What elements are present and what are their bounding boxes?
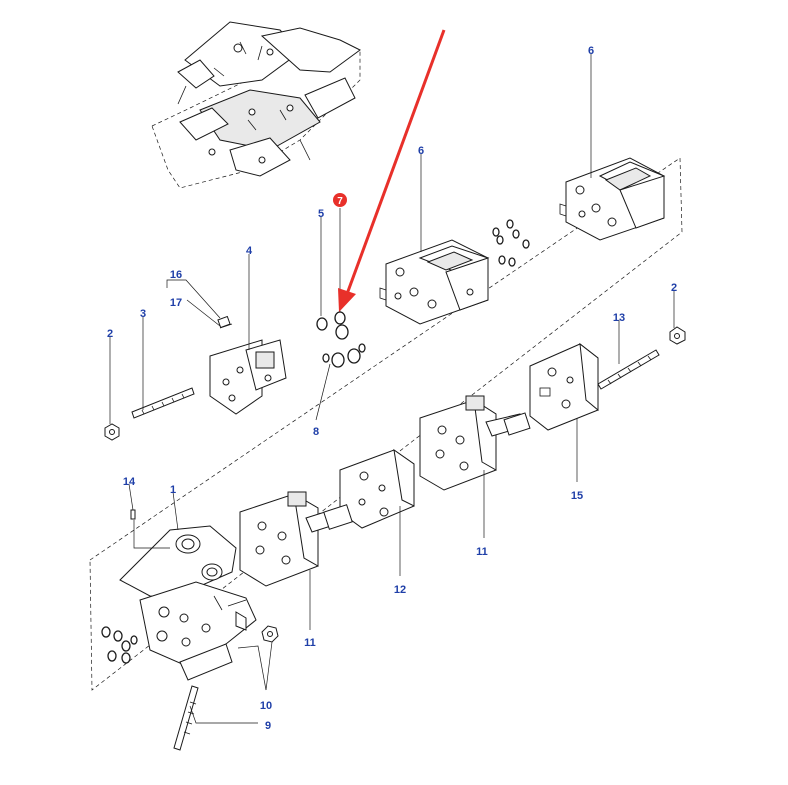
assembly-boundary xyxy=(89,157,683,691)
part-10-nut xyxy=(261,625,279,643)
part-2-nut-right xyxy=(669,326,686,345)
callout-label-8: 8 xyxy=(313,426,319,438)
leader-lines xyxy=(109,54,675,724)
callout-labels: 6 6 5 7 4 16 17 3 2 2 13 8 14 1 15 11 11 12 10 9 xyxy=(107,45,677,732)
callout-label-10: 10 xyxy=(260,700,272,712)
seal-ring-set-1 xyxy=(101,626,138,664)
part-9-stud xyxy=(173,685,199,751)
callout-label-15: 15 xyxy=(571,490,583,502)
callout-label-14: 14 xyxy=(123,476,136,488)
part-6-section-valve-front xyxy=(379,239,490,325)
callout-label-6: 6 xyxy=(588,45,594,57)
part-11-valve-section-left xyxy=(239,491,353,587)
callout-label-3: 3 xyxy=(140,308,146,320)
part-12-spacer-plate xyxy=(339,448,415,529)
callout-label-2: 2 xyxy=(671,282,677,294)
part-11-valve-section-right xyxy=(419,395,531,491)
assembly-overview-thumbnail xyxy=(151,21,361,189)
callout-label-16: 16 xyxy=(170,269,182,281)
part-4-end-cover xyxy=(209,339,287,415)
part-2-nut-left xyxy=(104,423,120,441)
part-15-end-plate xyxy=(529,342,599,431)
callout-label-11: 11 xyxy=(476,546,488,558)
o-ring-group xyxy=(316,311,366,368)
callout-label-7: 7 xyxy=(337,196,343,207)
callout-label-9: 9 xyxy=(265,720,271,732)
callout-label-5: 5 xyxy=(318,208,324,220)
highlight-pointer-arrow xyxy=(338,29,446,312)
part-16-17-fitting xyxy=(217,315,233,329)
callout-label-12: 12 xyxy=(394,584,406,596)
callout-label-13: 13 xyxy=(613,312,625,324)
callout-label-17: 17 xyxy=(170,297,182,309)
part-3-tie-rod xyxy=(131,387,195,419)
part-13-tie-rod xyxy=(597,349,660,390)
part-6-section-valve-rear xyxy=(559,157,666,241)
callout-label-6: 6 xyxy=(418,145,424,157)
part-14-pin xyxy=(130,509,136,520)
callout-label-4: 4 xyxy=(246,245,253,257)
callout-label-2: 2 xyxy=(107,328,113,340)
callout-label-11: 11 xyxy=(304,637,316,649)
part-1-inlet-body xyxy=(119,525,257,681)
callout-badge-7 xyxy=(333,193,347,207)
seal-ring-set-6 xyxy=(492,219,530,267)
callout-label-1: 1 xyxy=(170,484,176,496)
